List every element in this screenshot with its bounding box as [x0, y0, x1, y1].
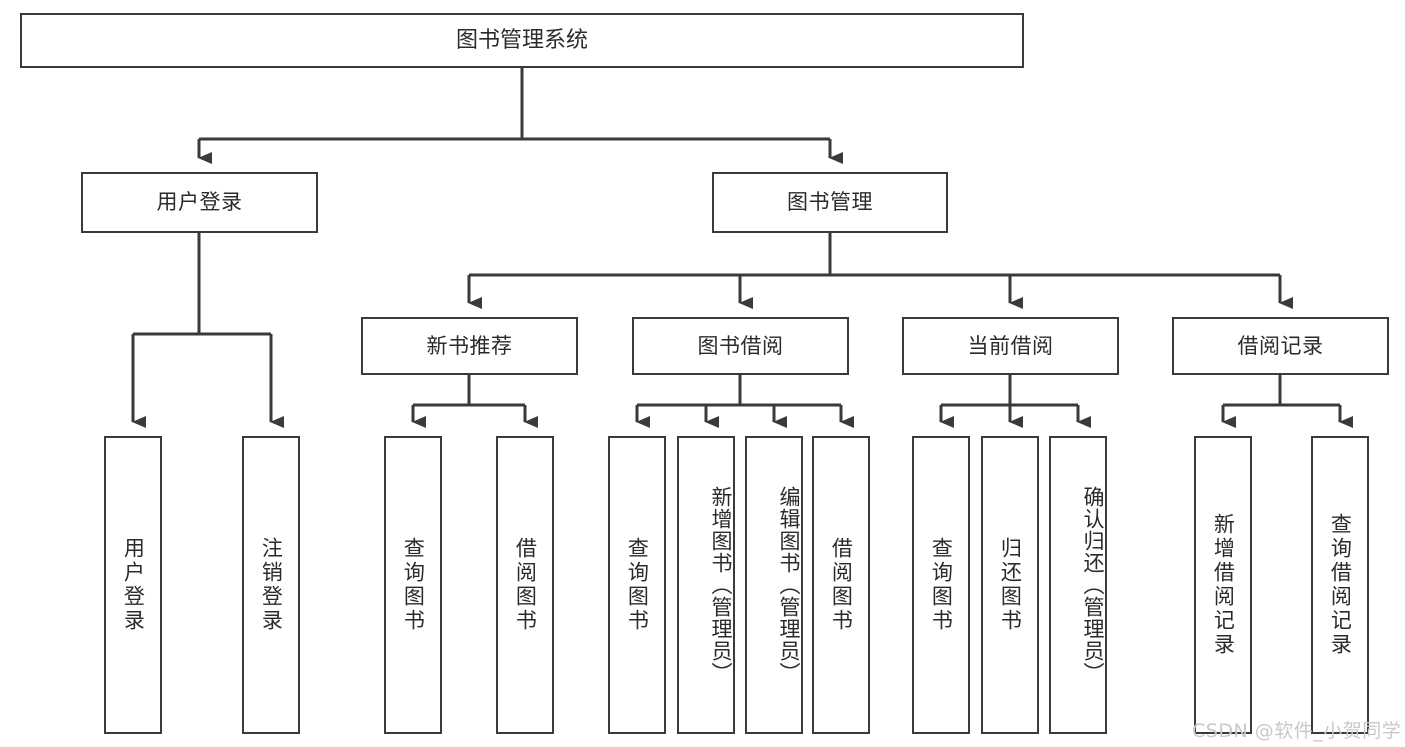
node-label: 新增图书（管理员） [709, 486, 733, 684]
node-label: 查询借阅记录 [1328, 513, 1353, 657]
node-label: 用户登录 [121, 537, 146, 633]
node-label: 当前借阅 [967, 333, 1054, 358]
node-label: 查询图书 [625, 537, 650, 633]
node-book-management-system[interactable]: 图书管理系统 [20, 13, 1024, 68]
node-label: 查询图书 [401, 537, 426, 633]
node-label: 确认归还（管理员） [1081, 486, 1105, 684]
node-label: 借阅图书 [513, 537, 538, 633]
node-leaf-add-borrow-record[interactable]: 新增借阅记录 [1194, 436, 1252, 734]
node-leaf-logout-login[interactable]: 注销登录 [242, 436, 300, 734]
node-label: 查询图书 [929, 537, 954, 633]
node-label: 新书推荐 [426, 333, 513, 358]
node-label: 图书借阅 [697, 333, 784, 358]
node-book-management[interactable]: 图书管理 [712, 172, 948, 233]
node-leaf-confirm-return-admin[interactable]: 确认归还（管理员） [1049, 436, 1107, 734]
node-book-borrow[interactable]: 图书借阅 [632, 317, 849, 375]
node-borrow-record[interactable]: 借阅记录 [1172, 317, 1389, 375]
node-label: 图书管理 [787, 190, 873, 215]
node-leaf-user-login[interactable]: 用户登录 [104, 436, 162, 734]
node-label: 用户登录 [156, 190, 243, 215]
node-label: 新增借阅记录 [1211, 513, 1236, 657]
node-leaf-edit-book-admin[interactable]: 编辑图书（管理员） [745, 436, 803, 734]
node-leaf-query-book-2[interactable]: 查询图书 [608, 436, 666, 734]
node-leaf-return-book[interactable]: 归还图书 [981, 436, 1039, 734]
node-leaf-borrow-book-2[interactable]: 借阅图书 [812, 436, 870, 734]
node-leaf-query-book-3[interactable]: 查询图书 [912, 436, 970, 734]
node-label: 借阅记录 [1237, 333, 1324, 358]
node-leaf-add-book-admin[interactable]: 新增图书（管理员） [677, 436, 735, 734]
node-current-borrow[interactable]: 当前借阅 [902, 317, 1119, 375]
node-label: 编辑图书（管理员） [777, 486, 801, 684]
node-label: 归还图书 [998, 537, 1023, 633]
node-label: 图书管理系统 [455, 27, 588, 53]
node-user-login[interactable]: 用户登录 [81, 172, 318, 233]
node-new-book-recommend[interactable]: 新书推荐 [361, 317, 578, 375]
node-leaf-query-book-1[interactable]: 查询图书 [384, 436, 442, 734]
node-label: 注销登录 [259, 537, 284, 633]
node-leaf-borrow-book-1[interactable]: 借阅图书 [496, 436, 554, 734]
node-leaf-query-borrow-record[interactable]: 查询借阅记录 [1311, 436, 1369, 734]
node-label: 借阅图书 [829, 537, 854, 633]
